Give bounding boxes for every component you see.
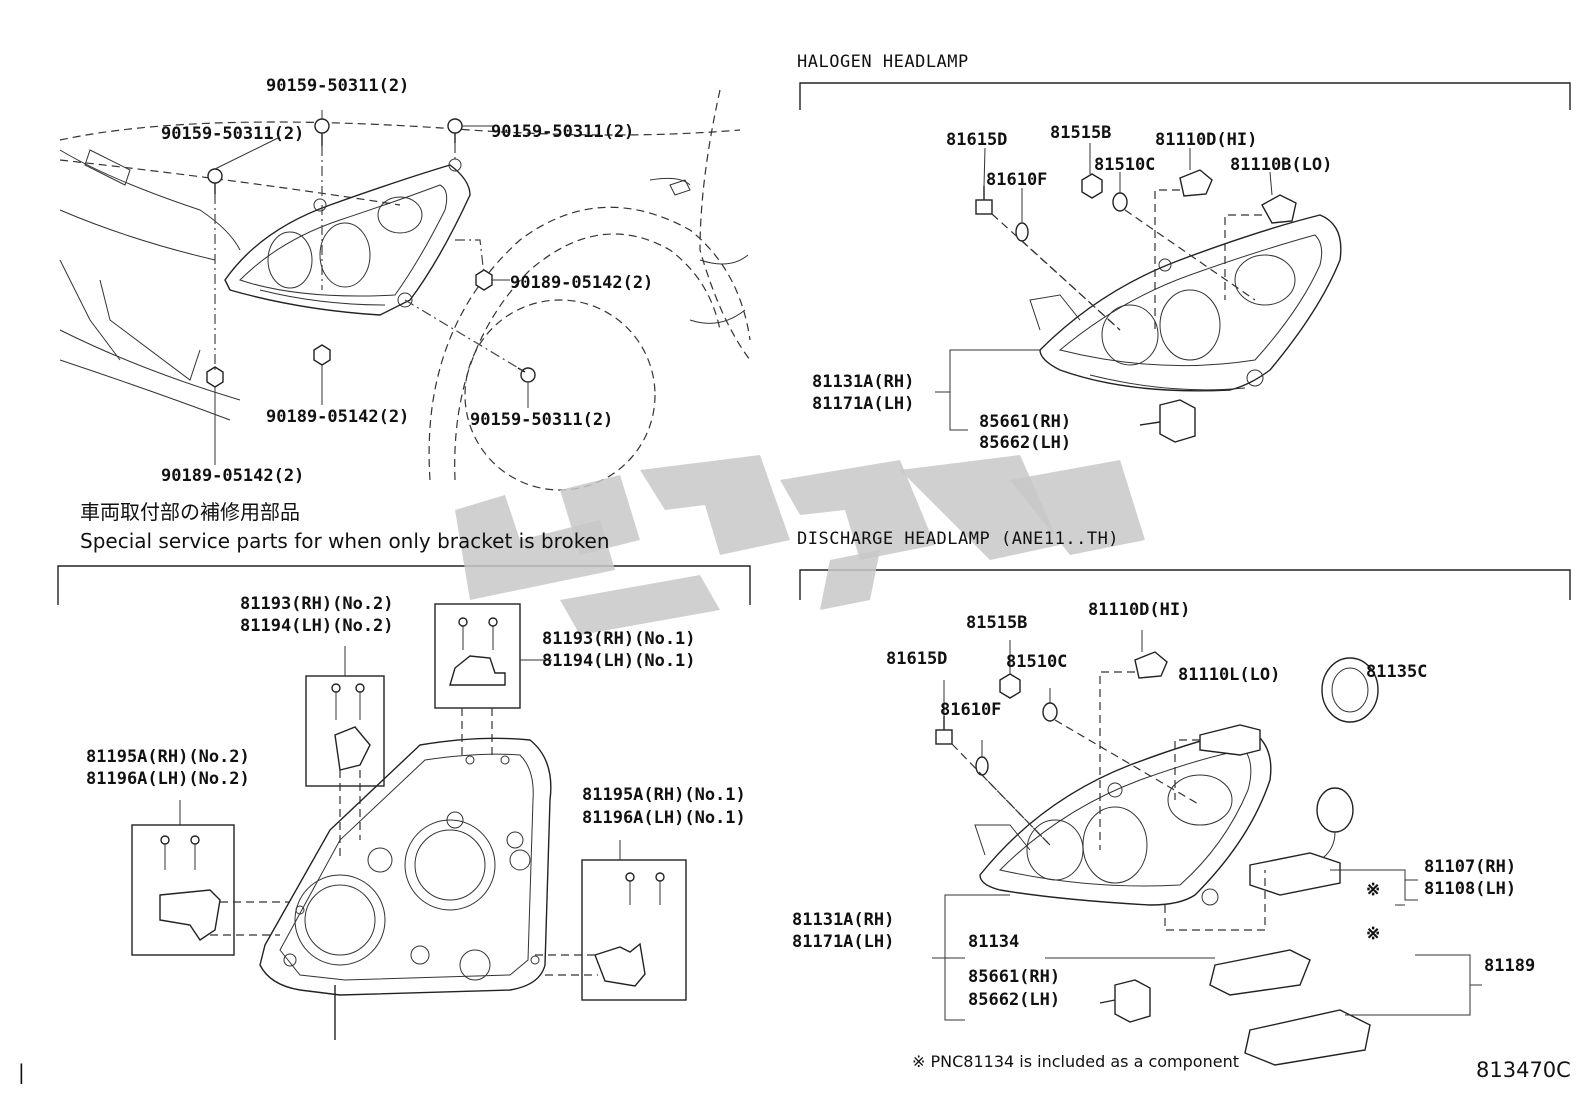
bracket-box-no1-right [535,859,687,1001]
footnote-pnc81134: ※ PNC81134 is included as a component [912,1052,1239,1071]
dis-callout-motor-rh: 85661(RH) [968,967,1061,987]
special-parts-title-jp: 車両取付部の補修用部品 [80,500,300,524]
hal-callout-81110D: 81110D(HI) [1155,130,1258,150]
left-edge-mark: | [18,1060,25,1084]
bolt-icon [207,168,223,194]
nut-icon [313,344,331,366]
brk-callout-81196-no2: 81196A(LH)(No.2) [86,769,250,789]
dis-callout-81110L: 81110L(LO) [1178,665,1281,685]
bracket-box-no2-upper [305,675,385,860]
bulb-icon [975,756,989,776]
bulb-cap-icon [1321,657,1379,723]
special-frame [57,565,751,605]
hal-callout-81110B: 81110B(LO) [1230,155,1333,175]
dis-callout-unit-rh: 81131A(RH) [792,910,895,930]
callout-nut-fender: 90189-05142(2) [510,273,654,293]
callout-bolt-left: 90159-50311(2) [161,124,305,144]
callout-nut-low: 90189-05142(2) [161,466,305,486]
halogen-headlamp-drawing [935,143,1342,443]
bracket-box-no2-left [131,824,290,956]
gasket-icon [1209,949,1311,996]
brk-callout-81194-no2: 81194(LH)(No.2) [240,616,394,636]
dis-callout-81510C: 81510C [1006,652,1068,672]
hal-callout-unit-lh: 81171A(LH) [812,394,915,414]
nut-icon [475,269,493,291]
dis-callout-81615D: 81615D [886,649,948,669]
dis-callout-81108: 81108(LH) [1424,879,1517,899]
discharge-frame [799,569,1571,600]
dis-callout-81515B: 81515B [966,613,1028,633]
cover-icon [1244,1009,1371,1066]
ballast-unit-icon [1249,852,1341,896]
callout-bolt-right: 90159-50311(2) [491,122,635,142]
bulb-icon [1112,192,1128,212]
dis-callout-unit-lh: 81171A(LH) [792,932,895,952]
brk-callout-81194-no1: 81194(LH)(No.1) [542,651,696,671]
special-parts-title-en: Special service parts for when only brac… [80,529,610,553]
dis-callout-81107: 81107(RH) [1424,857,1517,877]
hal-callout-motor-lh: 85662(LH) [979,433,1072,453]
hid-bulb-icon [1199,724,1261,756]
bulb-icon [1179,169,1213,197]
hal-callout-81610F: 81610F [986,170,1048,190]
discharge-section-title: DISCHARGE HEADLAMP (ANE11..TH) [797,529,1120,549]
socket-icon [935,716,953,745]
socket-icon [999,673,1021,699]
dis-callout-81189: 81189 [1484,956,1536,976]
dis-callout-81134: 81134 [968,932,1020,952]
brk-callout-81195-no1: 81195A(RH)(No.1) [582,785,746,805]
figure-id: 813470C [1476,1058,1571,1082]
socket-icon [975,186,993,215]
brk-callout-81196-no1: 81196A(LH)(No.1) [582,808,746,828]
bulb-icon [1015,222,1029,242]
callout-nut-mid: 90189-05142(2) [266,407,410,427]
socket-icon [1081,173,1103,199]
dis-mark-81189: ※ [1366,924,1381,944]
bulb-icon [1134,651,1168,679]
dis-callout-motor-lh: 85662(LH) [968,990,1061,1010]
hal-callout-81615D: 81615D [946,130,1008,150]
callout-bolt-wheel: 90159-50311(2) [470,410,614,430]
hal-callout-motor-rh: 85661(RH) [979,412,1072,432]
watermark-logo [455,455,1145,635]
bolt-icon [447,118,463,143]
bulb-icon [1261,194,1297,224]
bolt-icon [517,367,536,383]
nut-icon [206,366,224,388]
halogen-frame [799,82,1571,110]
dis-callout-81610F: 81610F [940,700,1002,720]
ballast-cable-icon [1316,787,1354,861]
hal-callout-81510C: 81510C [1094,155,1156,175]
brk-callout-81195-no2: 81195A(RH)(No.2) [86,747,250,767]
bracket-housing-drawing [259,737,552,1040]
discharge-headlamp-drawing [932,630,1482,1066]
callout-bolt-top: 90159-50311(2) [266,76,410,96]
brk-callout-81193-no1: 81193(RH)(No.1) [542,629,696,649]
dis-callout-81135C: 81135C [1366,662,1428,682]
leveling-motor-icon [1099,979,1151,1023]
bulb-icon [1042,702,1058,722]
hal-callout-unit-rh: 81131A(RH) [812,372,915,392]
bolt-icon [314,118,330,146]
bracket-leaders [179,646,621,860]
dis-callout-81110D: 81110D(HI) [1088,600,1191,620]
hal-callout-81515B: 81515B [1050,123,1112,143]
leveling-motor-icon [1139,399,1196,443]
brk-callout-81193-no2: 81193(RH)(No.2) [240,594,394,614]
bracket-box-no1-upper [434,603,552,760]
halogen-section-title: HALOGEN HEADLAMP [797,52,969,72]
dis-mark-81108: ※ [1366,880,1381,900]
